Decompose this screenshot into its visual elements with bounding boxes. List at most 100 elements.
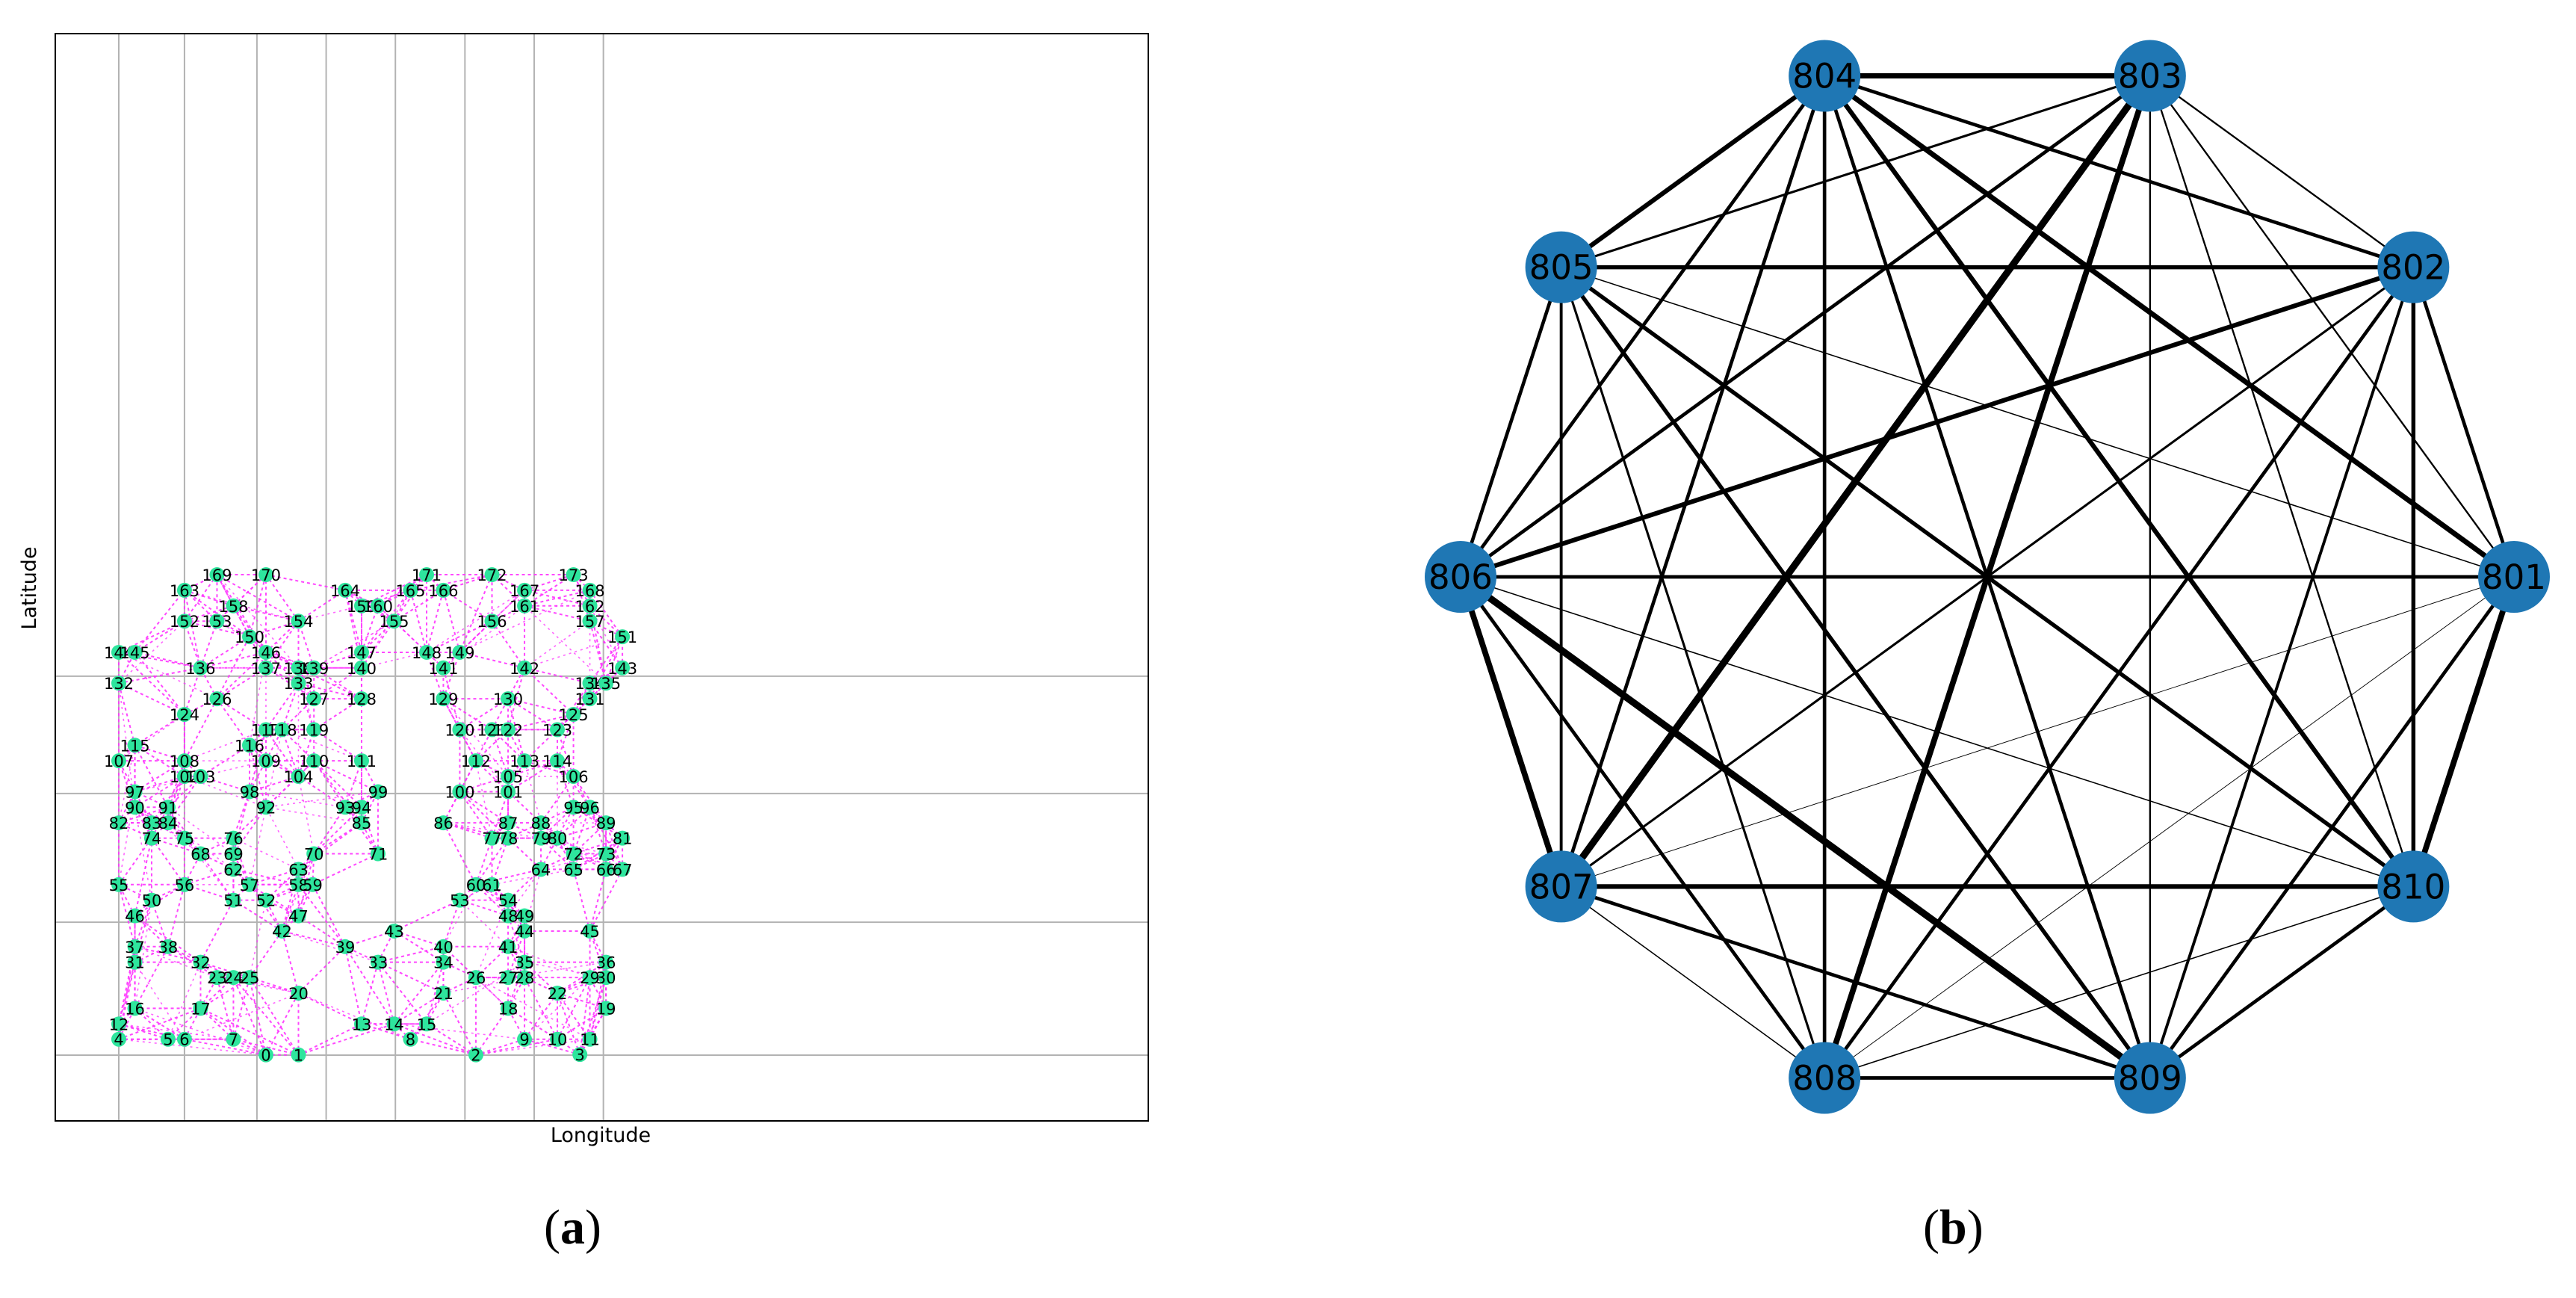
station-node-label: 5 bbox=[163, 1031, 173, 1049]
station-node bbox=[127, 800, 143, 815]
station-node-label: 142 bbox=[510, 660, 539, 678]
route-edge bbox=[184, 729, 267, 761]
station-node bbox=[598, 954, 614, 970]
station-node-label: 15 bbox=[417, 1016, 437, 1033]
station-node bbox=[598, 676, 614, 691]
route-edge bbox=[200, 776, 250, 793]
station-node bbox=[484, 614, 500, 629]
route-edge bbox=[118, 652, 217, 699]
station-node bbox=[143, 830, 159, 846]
route-edge bbox=[249, 868, 299, 886]
weighted-edge bbox=[2412, 265, 2516, 579]
station-node-label: 141 bbox=[428, 660, 458, 678]
station-node-label: 11 bbox=[580, 1031, 600, 1049]
station-node-label: 157 bbox=[575, 613, 605, 631]
station-node bbox=[370, 954, 386, 970]
station-node bbox=[226, 862, 241, 877]
route-edge bbox=[410, 574, 492, 591]
station-node bbox=[176, 614, 192, 629]
graph-node-label: 809 bbox=[2118, 1058, 2182, 1098]
station-node-label: 68 bbox=[191, 845, 211, 863]
route-edge bbox=[200, 760, 267, 777]
route-edge bbox=[426, 652, 445, 699]
graph-node bbox=[2478, 541, 2550, 613]
route-edge bbox=[524, 574, 575, 607]
station-node-label: 29 bbox=[580, 969, 600, 987]
station-node-label: 84 bbox=[158, 815, 179, 832]
route-edge bbox=[118, 884, 136, 948]
route-edge bbox=[377, 945, 444, 963]
route-edge bbox=[442, 698, 509, 777]
station-node bbox=[337, 800, 353, 815]
route-edge bbox=[199, 636, 250, 669]
route-edge bbox=[573, 853, 623, 871]
station-node-label: 20 bbox=[288, 985, 309, 1003]
route-edge bbox=[589, 930, 607, 978]
route-edge bbox=[134, 900, 152, 962]
route-edge bbox=[265, 760, 315, 809]
station-node-label: 79 bbox=[531, 830, 551, 848]
route-edge bbox=[507, 1007, 558, 1040]
station-node bbox=[353, 753, 369, 769]
station-node bbox=[436, 954, 451, 970]
route-edge bbox=[475, 977, 590, 1040]
station-node bbox=[209, 691, 225, 707]
route-edge bbox=[524, 961, 558, 994]
route-edge bbox=[313, 760, 362, 809]
route-edge bbox=[233, 868, 299, 886]
station-node bbox=[517, 753, 533, 769]
station-node-label: 160 bbox=[363, 598, 393, 616]
route-edge bbox=[298, 605, 362, 622]
route-edge bbox=[459, 899, 509, 917]
station-node bbox=[370, 846, 386, 862]
route-edge bbox=[134, 838, 152, 916]
station-node-label: 148 bbox=[412, 644, 442, 662]
route-edge bbox=[524, 667, 590, 684]
route-edge bbox=[507, 837, 542, 871]
station-node bbox=[517, 954, 533, 970]
station-node-label: 26 bbox=[466, 969, 486, 987]
station-node bbox=[501, 815, 516, 831]
station-node bbox=[353, 660, 369, 676]
route-edge bbox=[297, 667, 315, 730]
station-node bbox=[258, 753, 273, 769]
route-edge bbox=[134, 883, 185, 917]
station-node bbox=[386, 923, 402, 939]
station-node-label: 131 bbox=[575, 690, 605, 708]
route-edge bbox=[507, 760, 558, 777]
station-node-label: 87 bbox=[498, 815, 518, 832]
station-node bbox=[533, 815, 549, 831]
station-node bbox=[306, 722, 322, 738]
route-edge bbox=[507, 915, 526, 962]
station-node bbox=[615, 629, 631, 645]
station-node-label: 80 bbox=[548, 830, 568, 848]
route-edge bbox=[249, 620, 299, 638]
route-edge bbox=[394, 1023, 525, 1040]
station-node bbox=[291, 985, 306, 1001]
station-node bbox=[436, 582, 451, 598]
station-node bbox=[550, 985, 566, 1001]
station-node bbox=[484, 722, 500, 738]
station-node bbox=[517, 598, 533, 614]
route-edge bbox=[200, 961, 250, 979]
station-node-label: 89 bbox=[596, 815, 616, 832]
route-edge bbox=[524, 636, 623, 669]
station-node bbox=[306, 753, 322, 769]
station-node-label: 124 bbox=[170, 706, 199, 724]
route-edge bbox=[524, 605, 590, 622]
route-edge bbox=[540, 837, 607, 855]
station-node bbox=[566, 768, 581, 784]
station-node-label: 167 bbox=[510, 582, 539, 600]
station-node-label: 132 bbox=[104, 675, 134, 693]
route-edge bbox=[361, 620, 395, 653]
station-node-label: 25 bbox=[240, 969, 260, 987]
route-edge bbox=[134, 807, 152, 900]
station-node bbox=[127, 784, 143, 800]
station-node-label: 10 bbox=[548, 1031, 568, 1049]
route-edge bbox=[313, 651, 362, 669]
station-node-label: 155 bbox=[379, 613, 409, 631]
station-node-label: 119 bbox=[299, 721, 329, 739]
route-edge bbox=[282, 930, 379, 963]
station-node-label: 40 bbox=[433, 939, 453, 956]
route-edge bbox=[232, 838, 250, 886]
